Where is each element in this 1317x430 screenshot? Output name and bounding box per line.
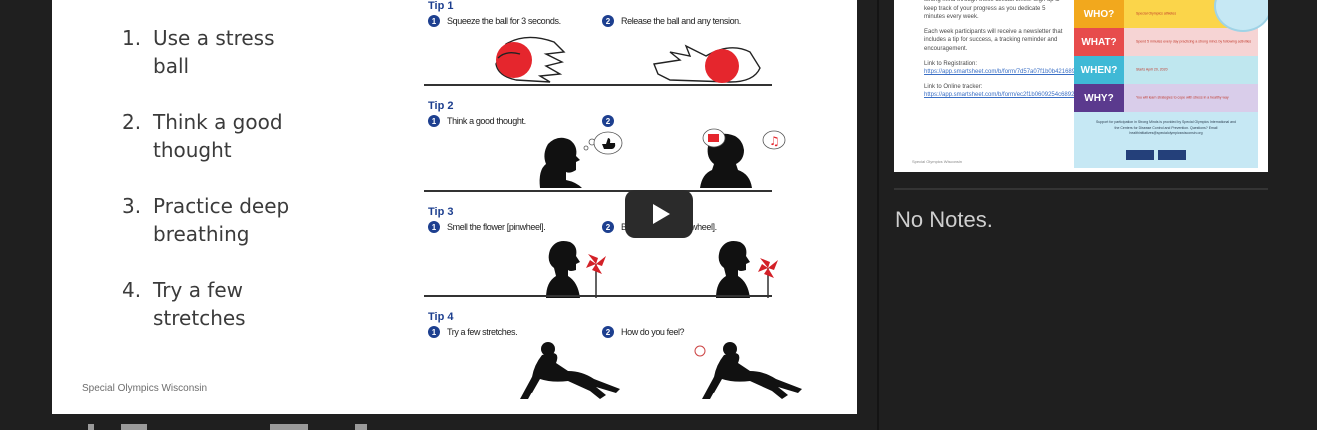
list-text: Try a few [153,278,244,302]
thumbnail-paragraph: strong mind through these difficult time… [924,0,1060,21]
smell-flower-icon [546,241,606,298]
step-number-badge: 1 [428,221,440,233]
tips-list: 1. Use a stress ball 2. Think a good thought… [122,24,362,360]
tracker-link: https://app.smartsheet.com/b/form/ec2f1b… [924,92,1120,99]
tip-step: 2 [602,115,621,127]
list-text: Use a stress [153,26,275,50]
list-number: 4. [122,278,142,302]
thumbnail-paragraph: Link to Online tracker: [924,83,983,90]
poster-row-why: WHY? You will learn strategies to cope w… [1074,84,1258,112]
strong-minds-poster: WHO? Special Olympics athletes WHAT? Spe… [1074,0,1268,168]
list-item: 2. Think a good thought [122,108,362,164]
how-do-you-feel-person-icon [694,342,802,399]
list-text: thought [153,138,232,162]
slide-canvas: 1. Use a stress ball 2. Think a good thought… [52,0,857,414]
list-number: 2. [122,110,142,134]
poster-desc: You will learn strategies to cope with s… [1136,95,1229,100]
list-number: 1. [122,26,142,50]
play-icon [652,204,670,224]
poster-label: WHO? [1074,0,1124,28]
tip-title: Tip 3 [428,206,454,218]
tip-title: Tip 1 [428,0,454,12]
poster-row-what: WHAT? Spend 5 minutes every day practici… [1074,28,1258,56]
happy-thoughts-head-icon: ♫ [700,128,786,188]
thumbnail-text: strong mind through these difficult time… [924,0,1120,100]
poster-label: WHEN? [1074,56,1124,84]
tip-title: Tip 2 [428,100,454,112]
step-text: Try a few stretches. [447,327,518,337]
tip-step: 1 Think a good thought. [428,115,526,127]
step-number-badge: 2 [602,326,614,338]
step-text: Think a good thought. [447,116,526,126]
thumbnail-paragraph: Link to Registration: [924,60,978,67]
release-ball-hand-icon [653,44,761,83]
squeeze-ball-hand-icon [495,36,566,83]
tip-step: 2 Release the ball and any tension. [602,15,741,27]
cdc-logo [1158,150,1186,160]
notes-separator [894,188,1268,190]
toolbar-fragment [270,424,308,430]
step-number-badge: 2 [602,221,614,233]
poster-desc: Special Olympics athletes [1136,11,1177,16]
registration-link: https://app.smartsheet.com/b/form/7d57a0… [924,69,1119,76]
tips-illustration: Tip 1 1 Squeeze the ball for 3 seconds. 2… [424,0,802,414]
tip-step: 1 Try a few stretches. [428,326,518,338]
list-text: stretches [153,306,246,330]
list-item: 3. Practice deep breathing [122,192,362,248]
list-text: breathing [153,222,250,246]
partner-logos [1126,150,1186,160]
divider [424,190,772,192]
poster-label: WHY? [1074,84,1124,112]
list-text: Practice deep [153,194,290,218]
divider [424,84,772,86]
panel-divider[interactable] [877,0,879,430]
poster-desc: Spend 5 minutes every day practicing a s… [1136,39,1252,44]
list-item: 4. Try a few stretches [122,276,362,332]
tip-step: 1 Smell the flower [pinwheel]. [428,221,546,233]
slide-footer: Special Olympics Wisconsin [82,383,208,394]
list-item: 1. Use a stress ball [122,24,362,80]
thumbnail-brand: Special Olympics Wisconsin [912,159,963,164]
list-number: 3. [122,194,142,218]
stretching-person-icon [520,342,620,399]
toolbar-fragment [355,424,367,430]
poster-footer: Support for participation in Strong Mind… [1074,112,1258,168]
thinking-head-icon [539,131,623,188]
special-olympics-logo [1126,150,1154,160]
step-number-badge: 1 [428,115,440,127]
divider [424,295,772,297]
step-number-badge: 1 [428,15,440,27]
svg-text:♫: ♫ [769,134,780,148]
toolbar-fragment [88,424,94,430]
blow-pinwheel-icon [716,241,778,298]
tip-step: 2 How do you feel? [602,326,685,338]
step-number-badge: 2 [602,15,614,27]
poster-footer-text: Support for participation in Strong Mind… [1096,120,1236,135]
step-text: Release the ball and any tension. [621,16,741,26]
next-slide-thumbnail[interactable]: strong mind through these difficult time… [894,0,1268,172]
step-text: How do you feel? [621,327,685,337]
step-number-badge: 2 [602,115,614,127]
video-play-button[interactable] [625,190,693,238]
list-text: ball [153,54,190,78]
step-number-badge: 1 [428,326,440,338]
poster-desc: Starts April 20, 2020 [1136,67,1168,72]
toolbar-fragment [121,424,147,430]
list-text: Think a good [153,110,283,134]
step-text: Smell the flower [pinwheel]. [447,222,546,232]
poster-label: WHAT? [1074,28,1124,56]
tip-title: Tip 4 [428,311,454,323]
poster-row-when: WHEN? Starts April 20, 2020 [1074,56,1258,84]
speaker-notes: No Notes. [895,207,993,232]
thumbnail-paragraph: Each week participants will receive a ne… [924,28,1063,52]
step-text: Squeeze the ball for 3 seconds. [447,16,561,26]
tip-step: 1 Squeeze the ball for 3 seconds. [428,15,561,27]
